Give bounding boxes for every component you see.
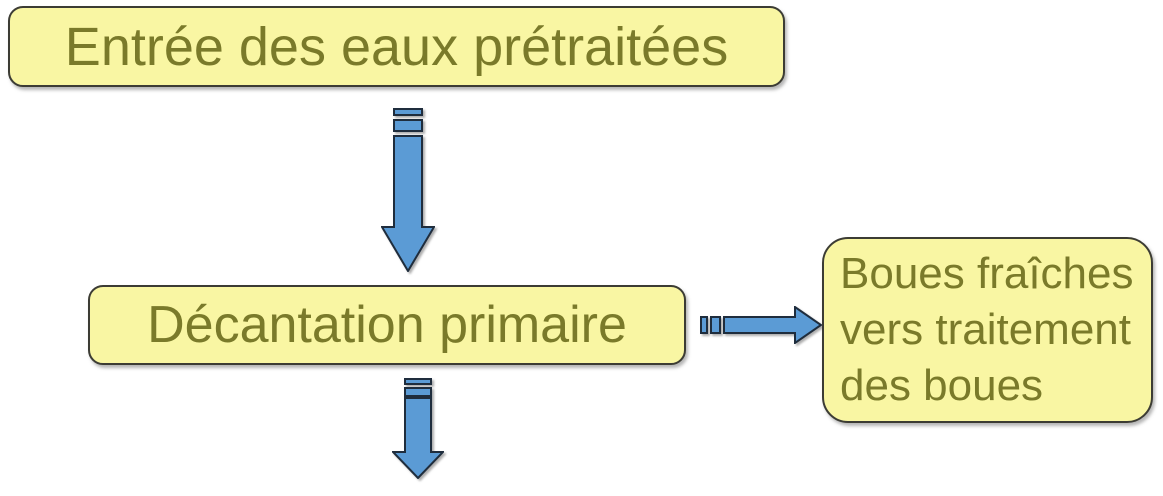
node-decantation-primaire: Décantation primaire [88, 285, 686, 365]
striped-down-arrow-1-icon [381, 108, 435, 272]
node-boues-line-3: des boues [840, 361, 1044, 410]
arrow-stripe [393, 108, 423, 116]
arrow-body [392, 397, 444, 479]
arrow-stripe [404, 387, 432, 397]
arrow-stripe [710, 316, 721, 334]
arrow-body [381, 135, 435, 272]
striped-down-arrow-2-icon [392, 378, 444, 479]
arrow-stripe [700, 316, 708, 334]
node-boues-line-1: Boues fraîches [840, 249, 1134, 298]
arrow-stripe [404, 378, 432, 385]
node-boues-line-2: vers traitement [840, 305, 1131, 354]
node-entree-eaux-pretraitees: Entrée des eaux prétraitées [8, 6, 785, 87]
striped-right-arrow-icon [700, 306, 822, 344]
node-entree-label: Entrée des eaux prétraitées [64, 16, 729, 77]
arrow-body [723, 306, 822, 344]
node-decantation-label: Décantation primaire [147, 296, 627, 354]
node-boues-fraiches: Boues fraîches vers traitement des boues [822, 237, 1153, 423]
arrow-stripe [393, 119, 423, 132]
